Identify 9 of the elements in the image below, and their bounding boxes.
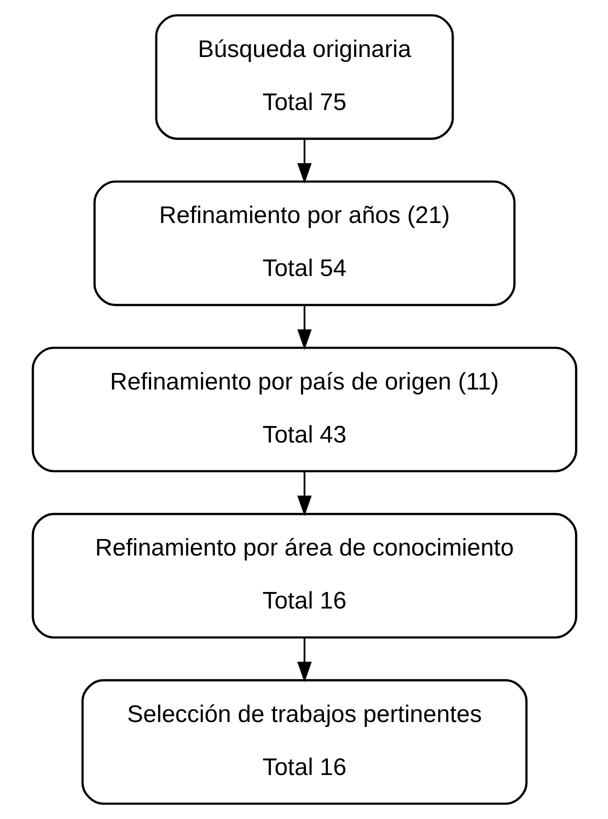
node-box: Selección de trabajos pertinentes Total 16: [80, 679, 528, 805]
arrow: [296, 305, 312, 350]
arrow: [296, 638, 312, 682]
arrow: [296, 138, 312, 184]
node-box: Refinamiento por país de origen (11) Total 43: [31, 346, 577, 472]
node-box: Refinamiento por área de conocimiento Total 16: [31, 512, 577, 639]
arrow: [296, 471, 312, 516]
node-box: Búsqueda originaria Total 75: [154, 14, 454, 140]
node-box: Refinamiento por años (21) Total 54: [92, 180, 516, 306]
